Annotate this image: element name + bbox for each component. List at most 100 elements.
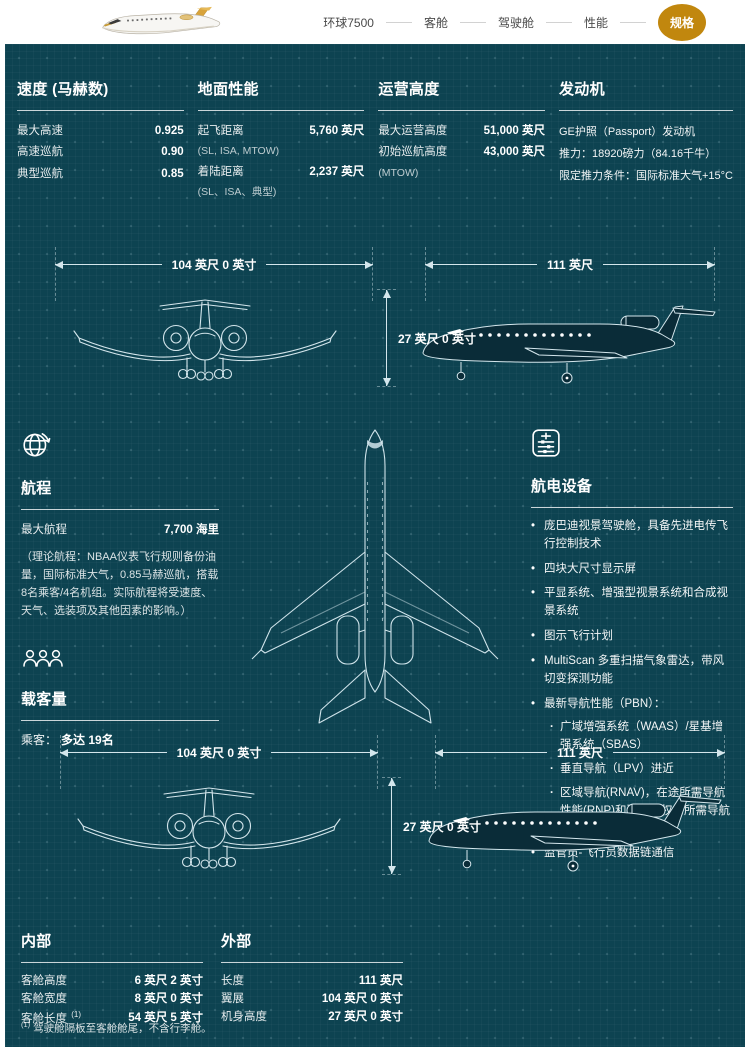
interior-exterior-tables: 内部客舱高度 6 英尺 2 英寸客舱宽度 8 英尺 0 英寸客舱长度 (1) 54 英… [21, 930, 403, 1028]
dimension-arrow-right [603, 260, 716, 269]
spec-label: 高速巡航 [17, 146, 63, 159]
aircraft-front-view-top [73, 299, 337, 381]
dimension-arrow-right [613, 748, 726, 757]
capacity-label: 乘客： [21, 732, 58, 747]
spec-value: 0.85 [161, 167, 184, 180]
max-range-label: 最大航程 [21, 524, 67, 536]
wingspan-dimension-top: 104 英尺 0 英寸 [55, 247, 374, 301]
avionics-item: MultiScan 多重扫描气象雷达，带风切变探测功能 [531, 653, 733, 689]
spec-value: 51,000 英尺 [483, 125, 545, 137]
dimension-arrow-left [60, 748, 167, 757]
bottom-table-title: 内部 [21, 930, 203, 963]
spec-label: 客舱宽度 [21, 992, 67, 1005]
height-dimension-bottom [382, 777, 401, 875]
dimension-tick [382, 874, 401, 875]
nav-separator [619, 21, 646, 23]
length-dimension-bottom: 111 英尺 [435, 735, 726, 789]
primary-nav: 环球7500 客舱 驾驶舱 性能 规格 [323, 3, 706, 41]
engine-spec-line: 限定推力条件：国际标准大气+15°C [558, 170, 733, 182]
spec-row: 初始巡航高度 43,000 英尺 [378, 142, 545, 163]
brand-aircraft-logo[interactable] [95, 3, 227, 41]
engine-spec-line: GE护照（Passport）发动机 [558, 126, 696, 138]
spec-label: 初始巡航高度 [378, 146, 448, 159]
capacity-value: 多达 19名 [61, 732, 114, 747]
dimension-arrow-left [435, 748, 547, 757]
passengers-icon [21, 647, 219, 676]
spec-label: 着陆距离 [197, 166, 244, 179]
spec-label: 机身高度 [221, 1010, 267, 1023]
avionics-item: 监管员-飞行员数据链通信 [531, 845, 733, 863]
bottom-table-title: 外部 [221, 930, 403, 963]
spec-value: 111 英尺 [358, 975, 403, 987]
height-label: 27 英尺 0 英寸 [398, 332, 477, 346]
spec-label: 翼展 [221, 992, 244, 1005]
height-label: 27 英尺 0 英寸 [403, 820, 482, 834]
avionics-section: 航电设备 庞巴迪视景驾驶舱，具备先进电传飞行控制技术四块大尺寸显示屏平显系统、增… [531, 428, 733, 870]
capacity-title: 载客量 [21, 688, 219, 721]
spec-label: 最大运营高度 [378, 125, 448, 137]
spec-label: 起飞距离 [197, 125, 244, 137]
dimension-tick [377, 289, 396, 290]
avionics-sub-item: 垂直导航（LPV）进近 [548, 761, 733, 779]
passenger-capacity-row: 乘客：多达 19名 [21, 731, 219, 748]
wingspan-label: 104 英尺 0 英寸 [171, 258, 257, 272]
nav-item-4[interactable]: 性能 [583, 15, 608, 30]
range-note: （理论航程：NBAA仪表飞行规则备份油量，国际标准大气，0.85马赫巡航，搭载8… [21, 551, 219, 617]
range-capacity-section: 航程 最大航程 7,700 海里 （理论航程：NBAA仪表飞行规则备份油量，国际… [21, 428, 219, 748]
nav-item-2[interactable]: 客舱 [423, 15, 448, 30]
bottom-table-column: 内部客舱高度 6 英尺 2 英寸客舱宽度 8 英尺 0 英寸客舱长度 (1) 54 英… [21, 930, 203, 1028]
dimension-arrow-right [266, 260, 374, 269]
dimension-arrow-right [271, 748, 379, 757]
avionics-item: 四块大尺寸显示屏 [531, 561, 733, 579]
dimension-tick [377, 386, 396, 387]
avionics-sub-item: 广域增强系统（WAAS）/星基增强系统（SBAS） [548, 719, 733, 755]
avionics-item: 图示飞行计划 [531, 628, 733, 646]
spec-row: 客舱宽度 8 英尺 0 英寸 [21, 991, 203, 1009]
footnote-superscript: (1) [21, 1020, 31, 1029]
spec-value: 6 英尺 2 英寸 [134, 975, 203, 987]
spec-row: 客舱长度 (1) 54 英尺 5 英寸 [21, 1009, 203, 1029]
nav-separator [385, 21, 412, 23]
length-label: 111 英尺 [556, 746, 604, 760]
spec-row: 最大运营高度 51,000 英尺 [378, 121, 545, 142]
spec-value: 2,237 英尺 [309, 166, 365, 179]
top-spec-title: 发动机 [558, 78, 733, 111]
spec-label: 客舱长度 (1) [21, 1009, 81, 1025]
spec-note: (SL、ISA、典型) [197, 186, 277, 199]
avionics-item: 平显系统、增强型视景系统和合成视景系统 [531, 585, 733, 621]
spec-value: 8 英尺 0 英寸 [134, 992, 203, 1005]
max-range-value: 7,700 海里 [164, 524, 219, 536]
wingspan-label: 104 英尺 0 英寸 [176, 746, 262, 760]
nav-item-5[interactable]: 规格 [657, 3, 706, 41]
spec-label: 客舱高度 [21, 975, 67, 987]
spec-value: 54 英尺 5 英寸 [128, 1012, 203, 1025]
spec-value: 0.925 [154, 125, 184, 137]
globe-icon [21, 428, 219, 465]
spec-value: 104 英尺 0 英寸 [321, 992, 403, 1005]
top-spec-title: 速度 (马赫数) [17, 78, 184, 111]
spec-value: 43,000 英尺 [483, 146, 545, 159]
aircraft-rear-view-bottom [77, 787, 341, 869]
avionics-item: 庞巴迪视景驾驶舱，具备先进电传飞行控制技术 [531, 518, 733, 554]
top-nav-bar: 环球7500 客舱 驾驶舱 性能 规格 [0, 0, 750, 44]
length-dimension-top: 111 英尺 [425, 247, 716, 301]
footnote-text: 驾驶舱隔板至客舱舱尾，不含行李舱。 [30, 1022, 212, 1035]
dimension-tick [382, 777, 401, 778]
spec-note: (SL, ISA, MTOW) [197, 145, 280, 158]
nav-item-1[interactable]: 环球7500 [323, 15, 374, 30]
dimension-arrow-left [55, 260, 162, 269]
nav-item-3[interactable]: 驾驶舱 [497, 15, 534, 30]
spec-value: 27 英尺 0 英寸 [328, 1010, 403, 1023]
height-dimension-top [377, 289, 396, 387]
